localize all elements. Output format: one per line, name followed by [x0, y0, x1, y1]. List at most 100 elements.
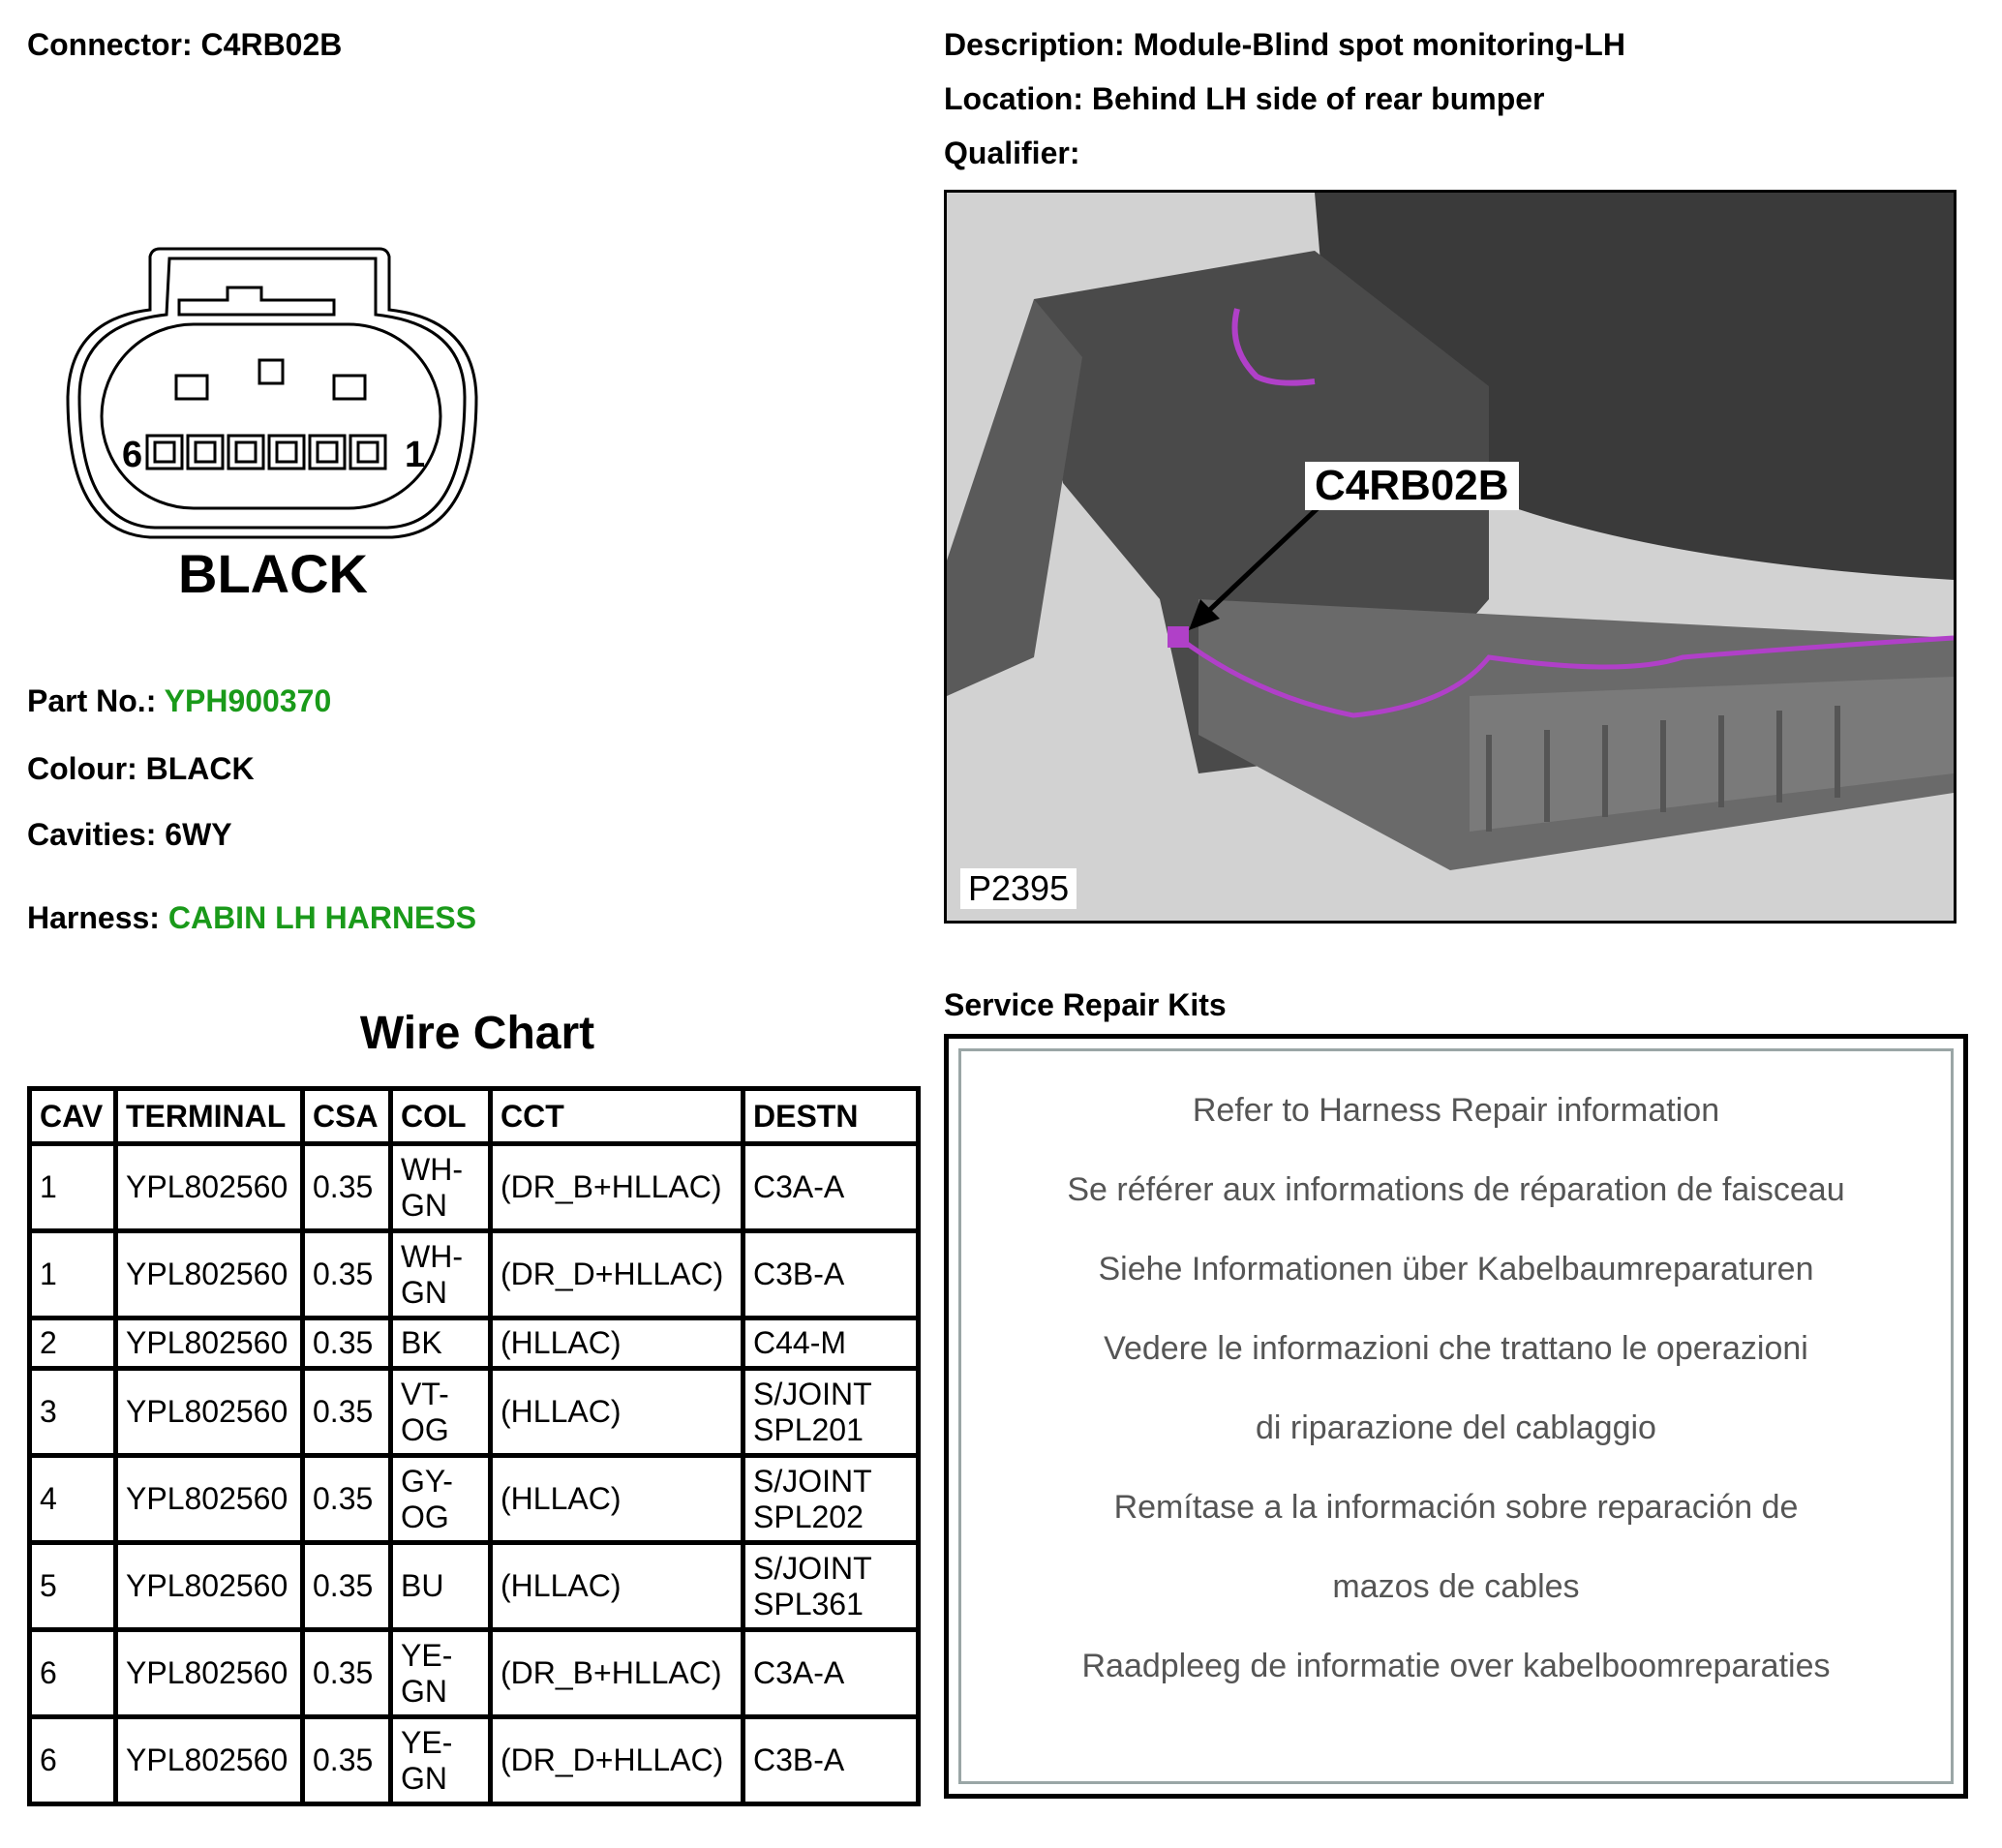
header-csa: CSA: [300, 1086, 393, 1146]
cct-cell: (HLLAC): [488, 1366, 745, 1458]
destn-cell: C44-M: [741, 1316, 921, 1371]
header-col: COL: [388, 1086, 493, 1146]
cct-cell: (HLLAC): [488, 1316, 745, 1371]
pin-cavity-inner: [316, 440, 339, 464]
pin-cavity-inner: [234, 440, 258, 464]
repair-info-line: Remítase a la información sobre reparaci…: [1113, 1489, 1799, 1526]
wire-chart-header-row: CAV TERMINAL CSA COL CCT DESTN: [27, 1086, 921, 1146]
part-number-field: Part No.: YPH900370: [27, 683, 331, 719]
terminal-cell: YPL802560: [113, 1366, 305, 1458]
pin-cavity: [267, 434, 306, 470]
part-number-link[interactable]: YPH900370: [164, 683, 332, 718]
destn-cell: C3A-A: [741, 1627, 921, 1719]
csa-cell: 0.35: [300, 1627, 393, 1719]
pin-cavity-inner: [153, 440, 176, 464]
cct-cell: (HLLAC): [488, 1453, 745, 1545]
cav-cell: 2: [27, 1316, 118, 1371]
callout-arrowhead: [1189, 599, 1220, 630]
cct-cell: (DR_B+HLLAC): [488, 1627, 745, 1719]
header-terminal: TERMINAL: [113, 1086, 305, 1146]
pin-right-number: 1: [405, 435, 425, 475]
harness-connector: [1168, 626, 1189, 648]
col-cell: WH-GN: [388, 1141, 493, 1233]
wire-chart-title: Wire Chart: [359, 1008, 595, 1059]
cct-cell: (DR_D+HLLAC): [488, 1714, 745, 1806]
cavities-value: 6WY: [165, 817, 232, 852]
photo-reference: P2395: [960, 868, 1077, 909]
csa-cell: 0.35: [300, 1540, 393, 1632]
terminal-cell: YPL802560: [113, 1141, 305, 1233]
part-number-label: Part No.:: [27, 683, 157, 718]
repair-info-line: di riparazione del cablaggio: [1256, 1409, 1656, 1446]
harness-link[interactable]: CABIN LH HARNESS: [167, 900, 477, 935]
cav-cell: 1: [27, 1228, 118, 1320]
csa-cell: 0.35: [300, 1453, 393, 1545]
csa-cell: 0.35: [300, 1316, 393, 1371]
cavities-label: Cavities:: [27, 817, 157, 852]
colour-value: BLACK: [145, 751, 255, 786]
connector-field: Connector: C4RB02B: [27, 27, 342, 63]
location-label: Location:: [944, 81, 1083, 116]
col-cell: GY-OG: [388, 1453, 493, 1545]
cav-cell: 4: [27, 1453, 118, 1545]
connector-label: Connector:: [27, 27, 193, 62]
colour-label: Colour:: [27, 751, 137, 786]
repair-info-line: Vedere le informazioni che trattano le o…: [1104, 1330, 1808, 1367]
pin-cavity-inner: [275, 440, 298, 464]
csa-cell: 0.35: [300, 1141, 393, 1233]
pin-cavity: [349, 434, 387, 470]
pin-cavity: [308, 434, 347, 470]
qualifier-label: Qualifier:: [944, 136, 1080, 170]
colour-field: Colour: BLACK: [27, 751, 255, 787]
harness-label: Harness:: [27, 900, 160, 935]
harness-wire: [1177, 635, 1954, 718]
connector-value: C4RB02B: [200, 27, 343, 62]
location-photo: C4RB02B P2395: [944, 190, 1956, 924]
csa-cell: 0.35: [300, 1366, 393, 1458]
col-cell: YE-GN: [388, 1627, 493, 1719]
terminal-cell: YPL802560: [113, 1316, 305, 1371]
col-cell: YE-GN: [388, 1714, 493, 1806]
pin-cavity: [227, 434, 265, 470]
destn-cell: C3B-A: [741, 1714, 921, 1806]
cav-cell: 6: [27, 1627, 118, 1719]
col-cell: BK: [388, 1316, 493, 1371]
connector-face-diagram: 6 1 BLACK: [66, 247, 478, 604]
csa-cell: 0.35: [300, 1228, 393, 1320]
pin-cavity-inner: [356, 440, 379, 464]
harness-loop: [1231, 308, 1316, 386]
repair-info-line: Refer to Harness Repair information: [1192, 1092, 1720, 1129]
header-cav: CAV: [27, 1086, 118, 1146]
cavities-field: Cavities: 6WY: [27, 817, 232, 853]
col-cell: VT-OG: [388, 1366, 493, 1458]
description-label: Description:: [944, 27, 1125, 62]
cav-cell: 1: [27, 1141, 118, 1233]
description-value: Module-Blind spot monitoring-LH: [1133, 27, 1625, 62]
header-cct: CCT: [488, 1086, 745, 1146]
cct-cell: (DR_D+HLLAC): [488, 1228, 745, 1320]
location-value: Behind LH side of rear bumper: [1091, 81, 1545, 116]
terminal-cell: YPL802560: [113, 1453, 305, 1545]
pin-left-number: 6: [122, 435, 142, 475]
repair-info-line: Raadpleeg de informatie over kabelboomre…: [1081, 1648, 1831, 1684]
col-cell: BU: [388, 1540, 493, 1632]
cct-cell: (DR_B+HLLAC): [488, 1141, 745, 1233]
terminal-cell: YPL802560: [113, 1627, 305, 1719]
pin-cavity-inner: [194, 440, 217, 464]
description-field: Description: Module-Blind spot monitorin…: [944, 27, 1625, 63]
qualifier-field: Qualifier:: [944, 136, 1079, 171]
destn-cell: C3A-A: [741, 1141, 921, 1233]
cav-cell: 3: [27, 1366, 118, 1458]
cav-cell: 5: [27, 1540, 118, 1632]
